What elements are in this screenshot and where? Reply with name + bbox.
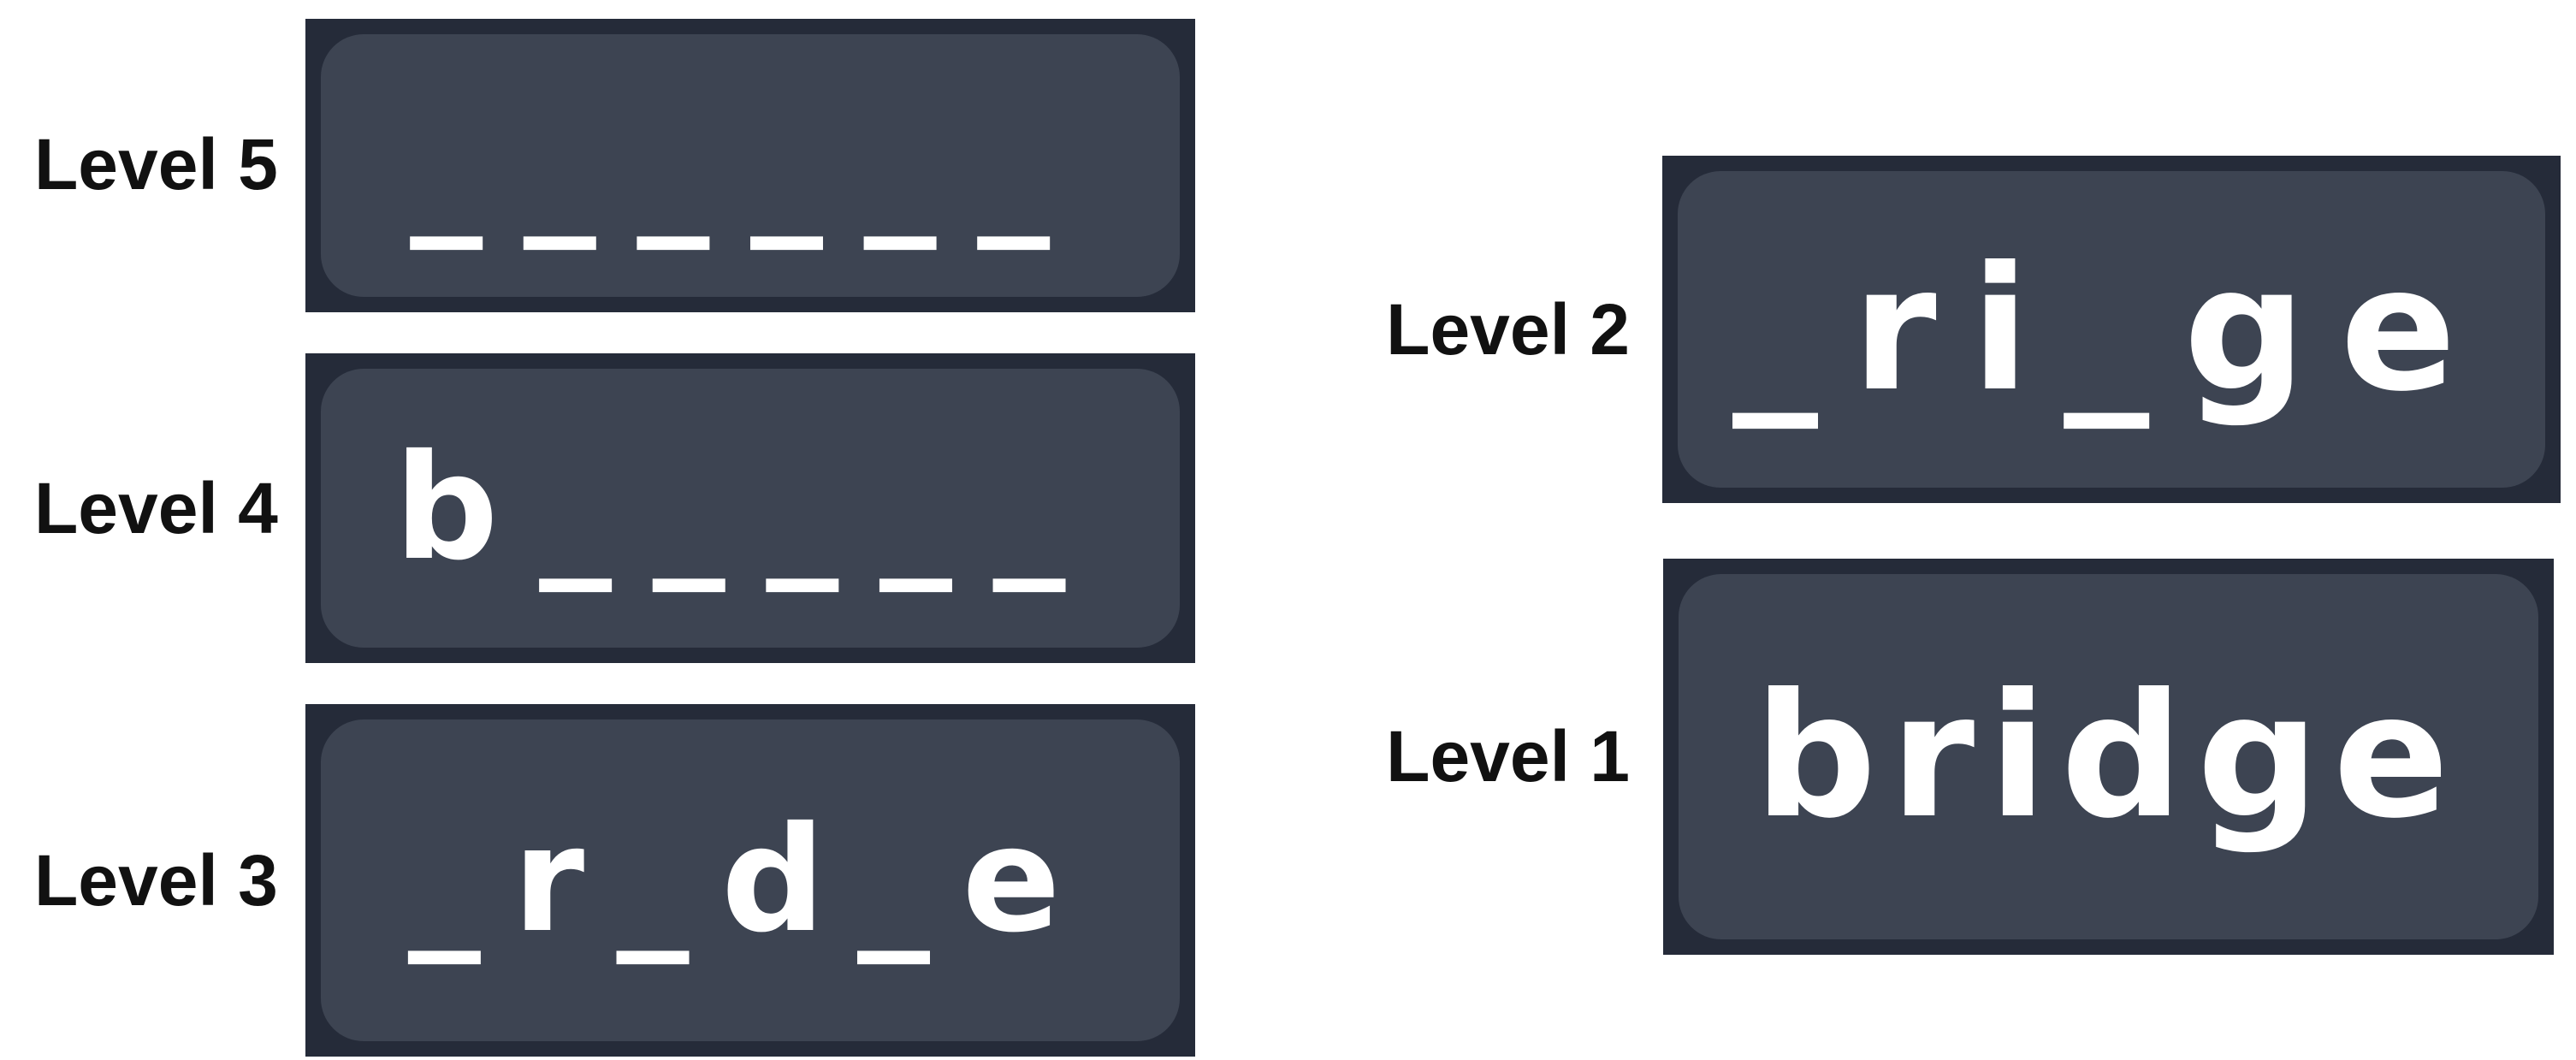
level-3-tile[interactable]: _r_d_e — [321, 719, 1180, 1041]
level-1-card[interactable]: bridge — [1663, 559, 2554, 955]
level-4-card[interactable]: b_____ — [305, 353, 1195, 663]
level-5-word: ______ — [410, 80, 1091, 251]
level-2-card[interactable]: _ri_ge — [1662, 156, 2561, 503]
level-2-label: Level 2 — [1386, 289, 1630, 370]
level-5-label: Level 5 — [34, 124, 278, 204]
level-4-label: Level 4 — [34, 468, 278, 548]
level-5-card[interactable]: ______ — [305, 19, 1195, 312]
level-3-card[interactable]: _r_d_e — [305, 704, 1195, 1057]
level-3-word: _r_d_e — [407, 796, 1093, 965]
level-4-tile[interactable]: b_____ — [321, 369, 1180, 648]
level-4-word: b_____ — [394, 423, 1107, 593]
level-1-tile[interactable]: bridge — [1679, 574, 2538, 939]
level-1-word: bridge — [1754, 657, 2463, 856]
level-3-label: Level 3 — [34, 840, 278, 921]
level-2-word: _ri_ge — [1732, 229, 2490, 429]
level-2-tile[interactable]: _ri_ge — [1678, 171, 2545, 488]
level-1-label: Level 1 — [1386, 716, 1630, 796]
level-5-tile[interactable]: ______ — [321, 34, 1180, 297]
